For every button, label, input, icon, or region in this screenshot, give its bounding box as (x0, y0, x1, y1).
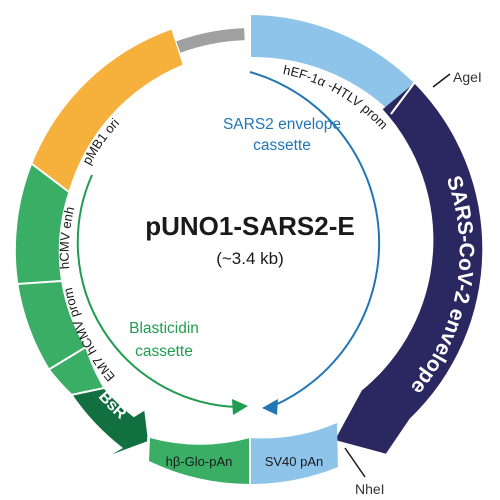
pmb1-segment (32, 29, 183, 192)
sars2-cassette-arc (249, 71, 381, 407)
sv40-segment (250, 423, 338, 485)
blast-cassette-arrowhead (232, 399, 248, 415)
plasmid-size: (~3.4 kb) (216, 249, 284, 268)
hbglo-segment (149, 438, 250, 484)
nhei-label: NheI (355, 481, 385, 497)
plasmid-name: pUNO1-SARS2-E (145, 211, 354, 241)
hef1a-segment (249, 15, 415, 113)
hbglo-label: hβ-Glo-pAn (166, 454, 233, 469)
sars2-cassette-arrowhead (262, 399, 278, 415)
agei-label: AgeI (453, 69, 482, 85)
nhei-tick (344, 447, 366, 478)
bsr-segment (72, 388, 148, 455)
sars2-cassette-label-line2: cassette (253, 137, 311, 154)
blast-cassette-arc (76, 174, 239, 408)
agei-tick (432, 73, 451, 88)
hcmvenh-segment (15, 164, 69, 284)
sv40-label: SV40 pAn (265, 454, 324, 469)
sars-segment (335, 83, 483, 454)
plasmid-ring (15, 13, 483, 486)
em7-segment (49, 347, 104, 394)
backbone-segment (176, 28, 245, 53)
hcmvprom-segment (18, 280, 86, 369)
blast-cassette-label-line2: cassette (135, 343, 193, 360)
blast-cassette-label-line1: Blasticidin (129, 320, 199, 337)
sars2-cassette-label-line1: SARS2 envelope (223, 116, 341, 133)
